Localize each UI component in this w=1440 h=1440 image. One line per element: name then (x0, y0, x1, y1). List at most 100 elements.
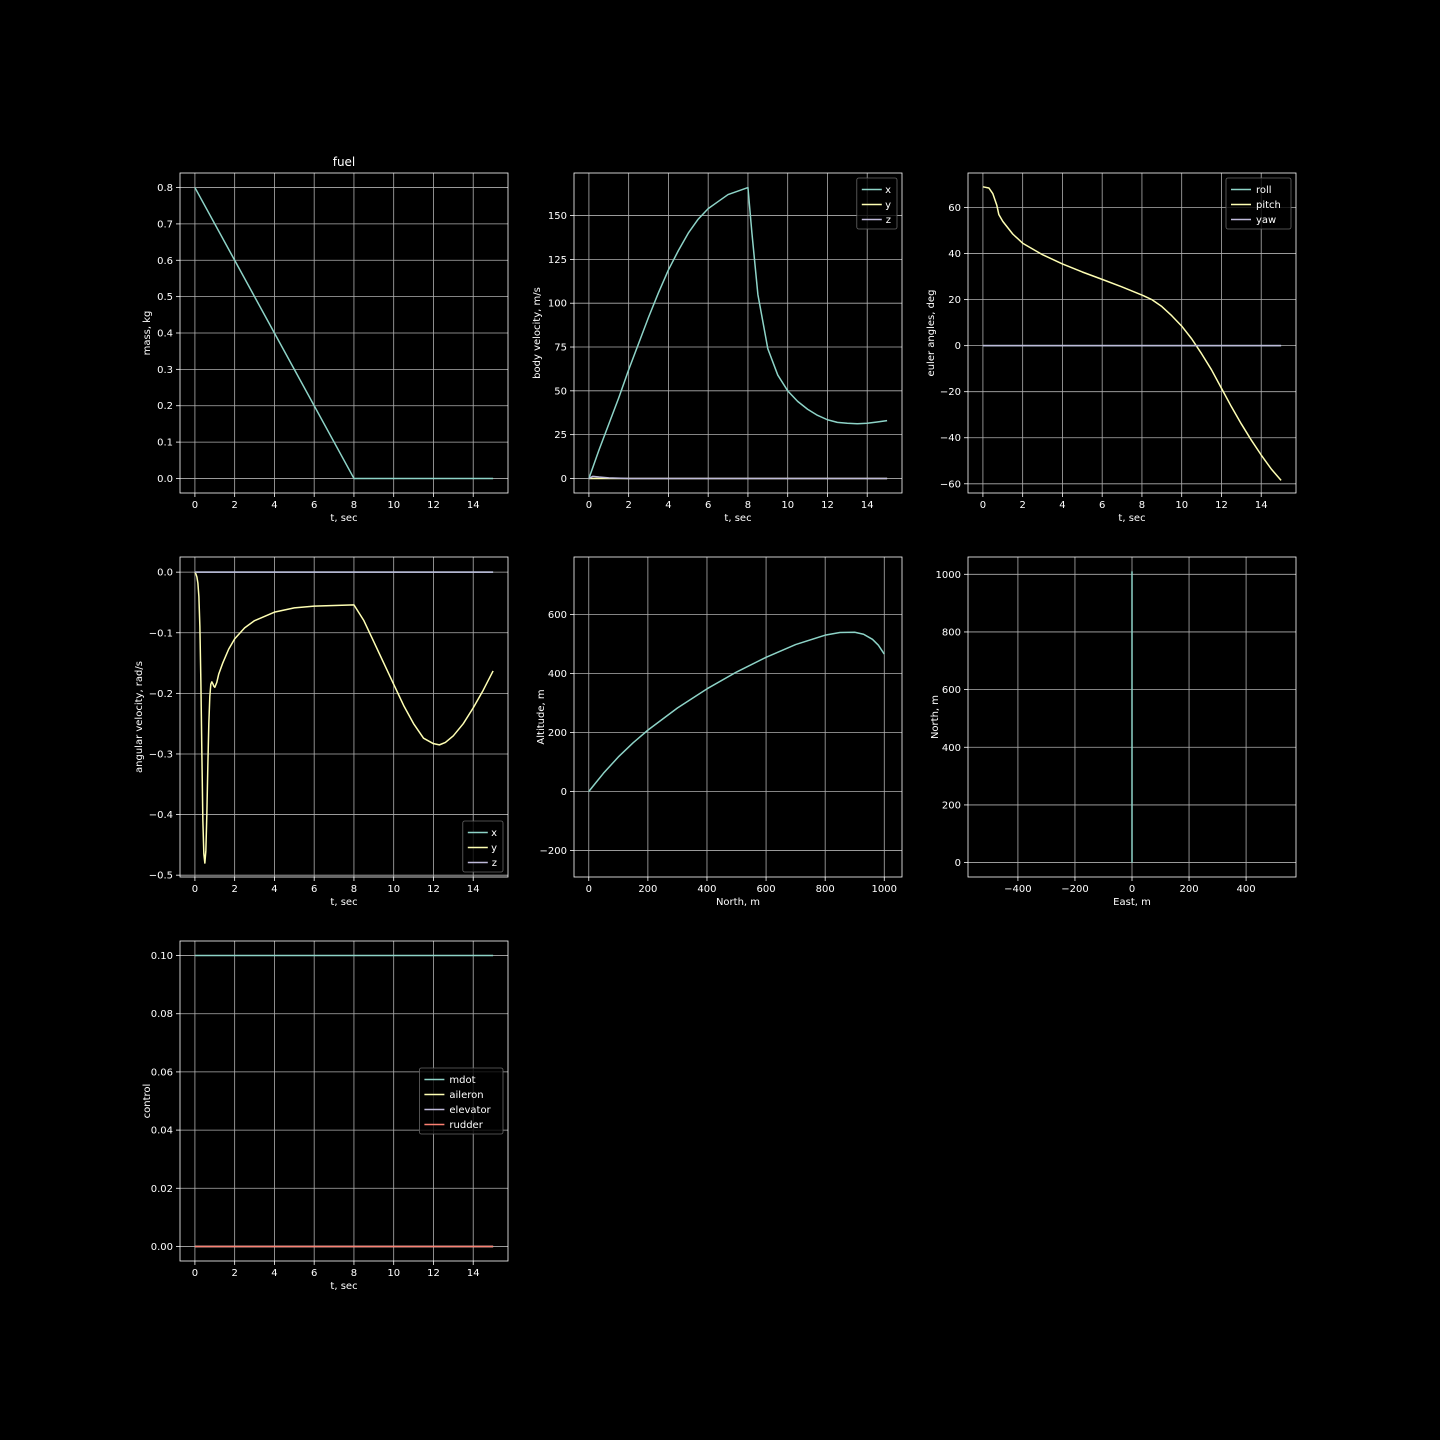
series-line-y (194, 571, 494, 864)
x-tick-label: 10 (387, 500, 400, 511)
y-tick-label: 600 (548, 610, 567, 621)
x-tick-label: 6 (311, 884, 317, 895)
x-tick-label: 12 (427, 1268, 440, 1279)
y-tick-label: 0 (955, 341, 961, 352)
x-tick-label: 600 (757, 884, 776, 895)
axes-frame (573, 172, 903, 494)
x-tick-label: 0 (192, 1268, 198, 1279)
x-tick-label: −200 (1061, 884, 1088, 895)
legend-label: pitch (1256, 200, 1281, 211)
x-tick-label: 10 (1175, 500, 1188, 511)
axes-frame (967, 172, 1297, 494)
y-tick-label: 100 (548, 299, 567, 310)
y-tick-label: 0.06 (151, 1067, 173, 1078)
x-tick-label: 8 (745, 500, 751, 511)
legend: xyz (462, 820, 504, 873)
x-tick-label: 14 (467, 1268, 480, 1279)
x-tick-label: 2 (231, 1268, 237, 1279)
y-tick-label: 0.02 (151, 1184, 173, 1195)
x-tick-label: 14 (467, 884, 480, 895)
y-tick-label: 25 (554, 430, 567, 441)
y-tick-label: 0 (561, 787, 567, 798)
legend-label: z (886, 215, 891, 226)
legend-label: yaw (1256, 215, 1276, 226)
y-axis-label: North, m (930, 695, 941, 739)
x-tick-label: 14 (467, 500, 480, 511)
x-tick-label: 0 (586, 884, 592, 895)
x-tick-label: 800 (816, 884, 835, 895)
x-tick-label: 200 (638, 884, 657, 895)
y-tick-label: −0.4 (149, 810, 173, 821)
y-tick-label: −0.3 (149, 749, 173, 760)
legend-label: y (885, 200, 891, 211)
x-tick-label: 10 (781, 500, 794, 511)
legend-frame (1225, 177, 1292, 230)
y-tick-label: 0.2 (157, 401, 173, 412)
series-group (588, 631, 885, 792)
y-tick-label: −0.1 (149, 628, 173, 639)
chart-title: fuel (333, 155, 356, 169)
y-tick-label: 20 (948, 295, 961, 306)
x-tick-label: 6 (311, 500, 317, 511)
x-tick-label: 4 (665, 500, 671, 511)
y-tick-label: −200 (540, 846, 567, 857)
series-group (982, 186, 1282, 481)
x-tick-label: 8 (1139, 500, 1145, 511)
x-tick-label: 0 (192, 500, 198, 511)
y-axis-label: body velocity, m/s (532, 287, 543, 379)
y-tick-label: 0.04 (151, 1126, 173, 1137)
y-tick-label: 0.6 (157, 256, 173, 267)
y-tick-label: −0.5 (149, 871, 173, 882)
series-line-z (588, 475, 888, 480)
y-axis-label: mass, kg (142, 311, 153, 356)
y-axis-label: control (142, 1084, 153, 1119)
legend-label: elevator (449, 1105, 491, 1116)
x-tick-label: 12 (821, 500, 834, 511)
y-tick-label: 125 (548, 255, 567, 266)
x-tick-label: 400 (697, 884, 716, 895)
x-tick-label: 10 (387, 1268, 400, 1279)
y-tick-label: 75 (554, 343, 567, 354)
legend-label: roll (1256, 185, 1272, 196)
y-tick-label: −40 (940, 433, 961, 444)
x-tick-label: 4 (271, 1268, 277, 1279)
x-tick-label: 0 (1129, 884, 1135, 895)
x-tick-label: 0 (192, 884, 198, 895)
y-axis-label: angular velocity, rad/s (134, 661, 145, 773)
x-tick-label: 6 (311, 1268, 317, 1279)
legend-frame (462, 820, 504, 873)
y-tick-label: 0.8 (157, 183, 173, 194)
series-line-data (588, 631, 885, 792)
legend-label: aileron (449, 1090, 483, 1101)
y-axis-label: euler angles, deg (926, 290, 937, 377)
y-tick-label: 60 (948, 203, 961, 214)
y-tick-label: 1000 (936, 570, 961, 581)
x-tick-label: 4 (1059, 500, 1065, 511)
x-tick-label: 14 (861, 500, 874, 511)
series-line-x (588, 186, 888, 479)
legend-frame (418, 1067, 504, 1135)
x-tick-label: 8 (351, 884, 357, 895)
x-axis-label: t, sec (1118, 513, 1145, 524)
y-tick-label: 0.3 (157, 365, 173, 376)
x-tick-label: 2 (1019, 500, 1025, 511)
x-tick-label: 6 (705, 500, 711, 511)
x-tick-label: 4 (271, 500, 277, 511)
x-tick-label: 1000 (872, 884, 897, 895)
series-group (194, 954, 494, 1248)
series-line-data (194, 187, 494, 480)
x-tick-label: 12 (427, 500, 440, 511)
series-line-pitch (982, 186, 1282, 481)
x-tick-label: 12 (427, 884, 440, 895)
x-axis-label: t, sec (330, 897, 357, 908)
y-tick-label: 0.7 (157, 219, 173, 230)
x-axis-label: t, sec (724, 513, 751, 524)
x-axis-label: t, sec (330, 1281, 357, 1292)
